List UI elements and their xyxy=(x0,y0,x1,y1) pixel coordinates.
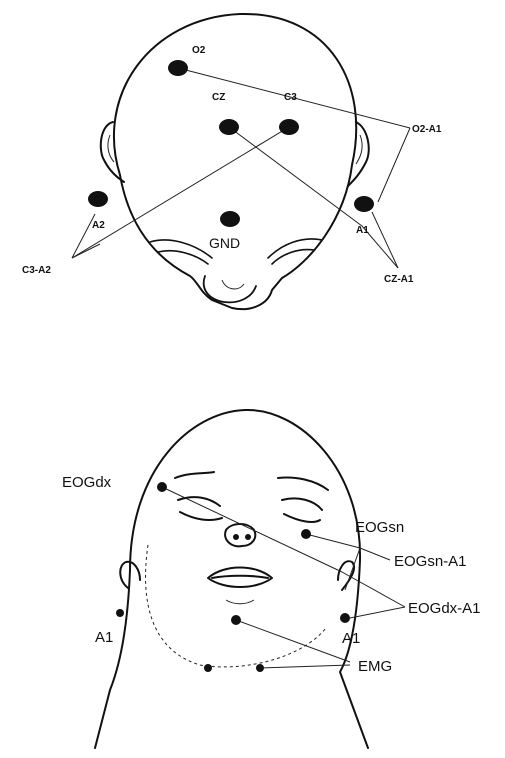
label-o2: O2 xyxy=(192,45,206,56)
label-a1: A1 xyxy=(356,225,369,236)
label-cz-a1: CZ-A1 xyxy=(384,274,414,285)
label-c3-a2: C3-A2 xyxy=(22,265,51,276)
top-nose xyxy=(204,276,256,302)
electrode-a1-right xyxy=(340,613,350,623)
electrode-eog-sn xyxy=(301,529,311,539)
electrode-emg-right xyxy=(256,664,264,672)
electrode-o2 xyxy=(168,60,188,76)
label-a2: A2 xyxy=(92,220,105,231)
label-eog-dx: EOGdx xyxy=(62,474,112,491)
label-eog-sn-a1: EOGsn-A1 xyxy=(394,553,467,570)
electrode-emg-left xyxy=(204,664,212,672)
bottom-nose xyxy=(225,524,255,546)
electrode-gnd xyxy=(220,211,240,227)
label-gnd: GND xyxy=(209,235,240,251)
electrode-a2 xyxy=(88,191,108,207)
label-c3: C3 xyxy=(284,92,297,103)
electrode-emg-chin xyxy=(231,615,241,625)
label-cz: CZ xyxy=(212,92,225,103)
bottom-mouth xyxy=(208,568,272,588)
label-a1-left: A1 xyxy=(95,629,113,646)
electrode-a1-left xyxy=(116,609,124,617)
bottom-head-outline xyxy=(95,410,368,748)
top-head-diagram: O2 CZ C3 A2 A1 GND O2-A1 C3-A2 CZ-A1 xyxy=(22,14,442,309)
top-left-eye xyxy=(150,240,212,264)
label-eog-dx-a1: EOGdx-A1 xyxy=(408,600,481,617)
bottom-left-eye xyxy=(278,478,328,523)
top-left-ear xyxy=(101,122,124,182)
label-o2-a1: O2-A1 xyxy=(412,124,442,135)
electrode-eog-dx xyxy=(157,482,167,492)
label-emg: EMG xyxy=(358,658,392,675)
label-eog-sn: EOGsn xyxy=(355,519,404,536)
electrode-a1 xyxy=(354,196,374,212)
electrode-cz xyxy=(219,119,239,135)
bottom-jaw-line xyxy=(146,545,326,667)
bottom-face-diagram: EOGdx EOGsn EOGsn-A1 EOGdx-A1 A1 A1 EMG xyxy=(62,410,481,748)
label-a1-right: A1 xyxy=(342,630,360,647)
electrode-c3 xyxy=(279,119,299,135)
top-head-outline xyxy=(114,14,356,309)
